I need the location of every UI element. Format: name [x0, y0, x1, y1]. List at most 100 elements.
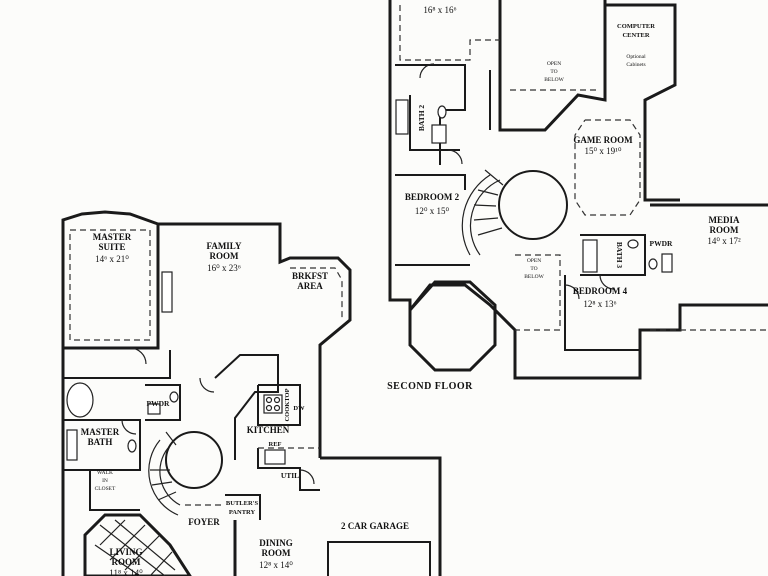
bath3-wall [580, 234, 646, 276]
open-to-below-mid-3: BELOW [524, 274, 544, 280]
second-floor-bottom-wall [408, 283, 768, 380]
dining-room-dim: 12⁸ x 14⁰ [259, 560, 293, 570]
garage-door-outline [327, 541, 431, 576]
door-swing-1 [419, 63, 435, 79]
open-to-below-top-1: OPEN [547, 61, 561, 67]
computer-center-note-1: Optional [626, 54, 646, 60]
family-room-dim: 16⁰ x 23⁶ [207, 263, 241, 273]
master-bath-wall [63, 419, 141, 471]
game-room-ceiling-outline [574, 119, 641, 216]
door-swing-2 [447, 149, 463, 165]
kitchen-island [257, 384, 301, 426]
master-bath-label-2: BATH [88, 437, 113, 447]
kitchen-label: KITCHEN [247, 425, 290, 435]
living-room-dim: 11⁸ x 14⁰ [109, 568, 143, 576]
utility-wall [257, 448, 320, 491]
bedroom4-dim: 12⁸ x 13⁶ [583, 299, 616, 309]
ref-label: REF [269, 441, 282, 448]
bedroom2-wall [395, 174, 466, 190]
open-to-below-mid-2: TO [530, 266, 537, 272]
lower-pwdr-toilet-icon [169, 391, 179, 403]
walk-in-closet-2: IN [102, 478, 108, 484]
open-to-below-top-3: BELOW [544, 77, 564, 83]
living-room-label-2: ROOM [112, 557, 142, 567]
garage-wall [320, 456, 442, 576]
master-suite-dim: 14⁶ x 21⁰ [95, 254, 129, 264]
first-floor-plan: MASTER SUITE 14⁶ x 21⁰ FAMILY ROOM 16⁰ x… [61, 210, 442, 576]
bath2-label: BATH 2 [417, 105, 426, 132]
powder-room-wall [145, 384, 181, 421]
media-room-label-1: MEDIA [709, 215, 740, 225]
upper-pwdr-toilet-icon [648, 258, 658, 270]
upper-pwdr-sink-icon [661, 253, 673, 273]
bath3-tub-icon [582, 239, 598, 273]
door-swing-8 [199, 377, 215, 393]
master-tub-icon [66, 382, 94, 418]
open-to-below-top-2: TO [550, 69, 557, 75]
upper-dashed-line-1 [399, 5, 500, 61]
foyer-curved-stair [148, 431, 181, 516]
living-room-grid [94, 519, 176, 576]
walk-in-closet-1: WALK [97, 470, 113, 476]
computer-center-note-2: Cabinets [626, 62, 645, 68]
master-suite-wall [62, 348, 171, 379]
media-room-label-2: ROOM [710, 225, 740, 235]
cooktop-label: COOKTOP [284, 388, 291, 421]
bath2-tub-icon [395, 99, 409, 135]
master-suite-ceiling [69, 229, 151, 341]
upper-stair-rotunda [498, 170, 568, 240]
family-room-label-1: FAMILY [206, 241, 242, 251]
pantry-wall [225, 494, 261, 520]
living-room-bay [83, 513, 192, 576]
door-swing-7 [299, 469, 315, 485]
walk-in-closet-3: CLOSET [95, 486, 116, 492]
bedroom4-wall [564, 275, 640, 351]
bedroom2-dim: 12⁰ x 15⁰ [415, 206, 450, 216]
util-label: UTIL [281, 471, 299, 480]
bath2-wall [409, 95, 460, 151]
fireplace-icon [161, 271, 173, 313]
game-room-dim: 15⁰ x 19¹⁰ [585, 146, 622, 156]
brkfst-ceiling [290, 267, 343, 318]
brkfst-label-1: BRKFST [292, 271, 328, 281]
master-toilet-icon [127, 439, 137, 453]
cooktop-icon [263, 394, 283, 414]
brkfst-label-2: AREA [297, 281, 323, 291]
bedroom2-label: BEDROOM 2 [405, 192, 460, 202]
bath2-vanity-icon [431, 124, 447, 144]
family-room-label-2: ROOM [210, 251, 240, 261]
master-suite-label-1: MASTER [93, 232, 132, 242]
family-kitchen-divider [214, 354, 279, 460]
master-bath-label-1: MASTER [81, 427, 120, 437]
lower-pwdr-sink-icon [147, 403, 161, 415]
first-floor-outer-wall-top [158, 222, 352, 458]
door-swing-5 [129, 347, 147, 365]
refrigerator-icon [264, 449, 286, 465]
burner-icon-3 [265, 404, 273, 412]
bath3-label: BATH 3 [615, 242, 624, 269]
dining-room-label-2: ROOM [262, 548, 292, 558]
second-floor-outer-wall-top-right [498, 0, 607, 132]
foyer-rotunda [165, 431, 223, 489]
computer-center-wall [605, 3, 680, 202]
open-to-below-dashed [515, 254, 561, 331]
butlers-pantry-label-1: BUTLER'S [226, 500, 259, 507]
garage-label: 2 CAR GARAGE [341, 521, 409, 531]
second-floor-plan: 16⁸ x 16⁶ COMPUTER CENTER Optional Cabin… [387, 0, 768, 392]
upper-room-dim: 16⁸ x 16⁶ [423, 5, 456, 15]
bedroom4-label: BEDROOM 4 [573, 286, 628, 296]
dw-label: DW [293, 405, 305, 412]
burner-icon-4 [273, 404, 281, 412]
closet-wall [89, 470, 140, 511]
open-to-below-mid-1: OPEN [527, 258, 541, 264]
upper-pwdr-label: PWDR [650, 239, 673, 248]
burner-icon-1 [265, 396, 273, 404]
computer-center-label-1: COMPUTER [617, 23, 655, 30]
dining-room-label-1: DINING [259, 538, 293, 548]
burner-icon-2 [273, 396, 281, 404]
first-floor-outer-wall-left [61, 210, 160, 576]
living-room-label-1: LIVING [109, 547, 142, 557]
game-room-label: GAME ROOM [573, 135, 633, 145]
bath2-toilet-icon [437, 105, 447, 119]
